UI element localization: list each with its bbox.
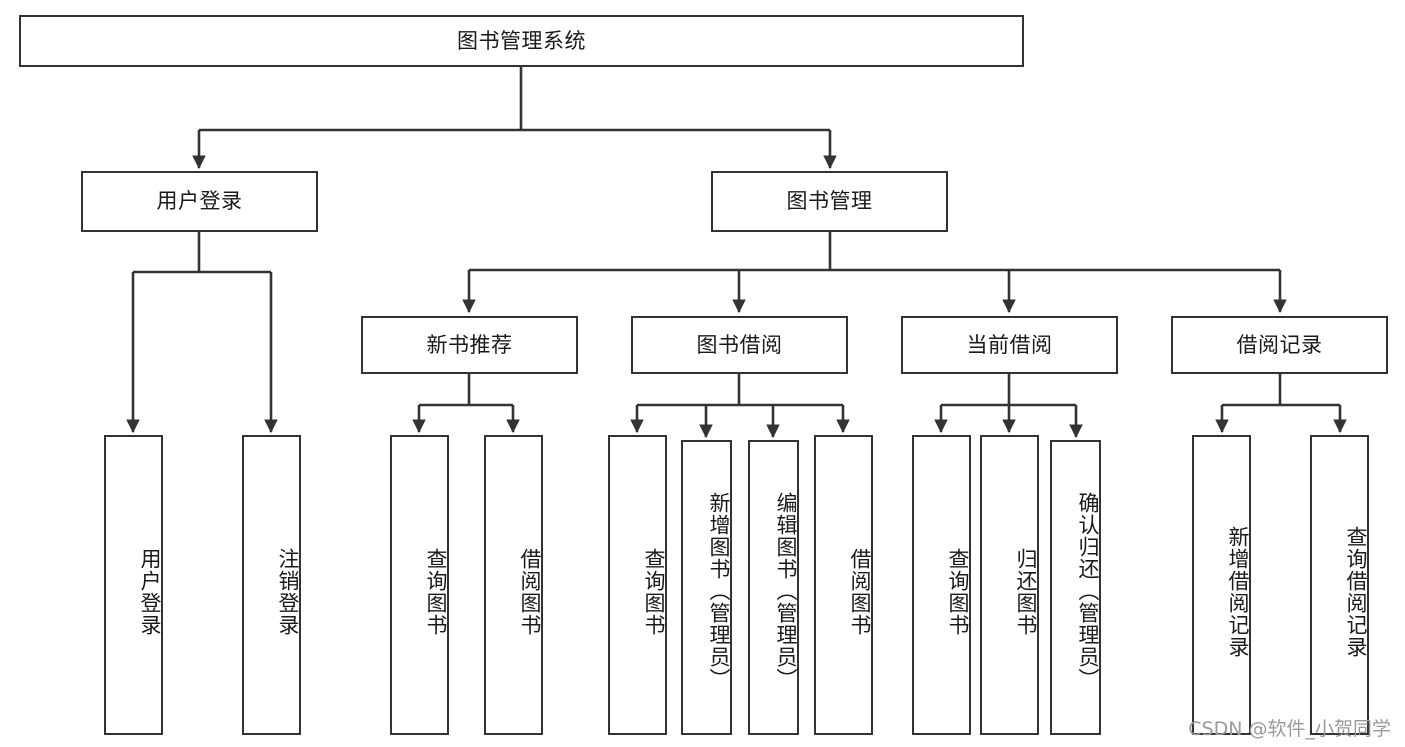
csdn-watermark: CSDN @软件_小贺同学 [1188,718,1391,740]
node-leaf-user-login-logout[interactable]: 注销登录 [242,435,301,735]
node-borrow-record[interactable]: 借阅记录 [1171,316,1388,374]
node-leaf-book-borrow-add-book-admin[interactable]: 新增图书（管理员） [681,440,732,735]
node-current-borrow[interactable]: 当前借阅 [901,316,1118,374]
node-leaf-book-borrow-edit-book-admin[interactable]: 编辑图书（管理员） [748,440,799,735]
node-leaf-current-borrow-confirm-return-admin[interactable]: 确认归还（管理员） [1050,440,1101,735]
node-book-borrow[interactable]: 图书借阅 [631,316,848,374]
node-leaf-book-borrow-query-book[interactable]: 查询图书 [608,435,667,735]
node-new-book-recommend[interactable]: 新书推荐 [361,316,578,374]
node-leaf-new-book-query-book[interactable]: 查询图书 [390,435,449,735]
node-leaf-borrow-record-add-record[interactable]: 新增借阅记录 [1192,435,1251,735]
node-leaf-new-book-borrow-book[interactable]: 借阅图书 [484,435,543,735]
node-book-management[interactable]: 图书管理 [711,171,948,232]
node-leaf-user-login-login[interactable]: 用户登录 [104,435,163,735]
node-user-login[interactable]: 用户登录 [81,171,318,232]
node-leaf-book-borrow-borrow-book[interactable]: 借阅图书 [814,435,873,735]
node-leaf-borrow-record-query-record[interactable]: 查询借阅记录 [1310,435,1369,735]
node-leaf-current-borrow-query-book[interactable]: 查询图书 [912,435,971,735]
node-root-library-management-system[interactable]: 图书管理系统 [19,15,1024,67]
node-leaf-current-borrow-return-book[interactable]: 归还图书 [980,435,1039,735]
